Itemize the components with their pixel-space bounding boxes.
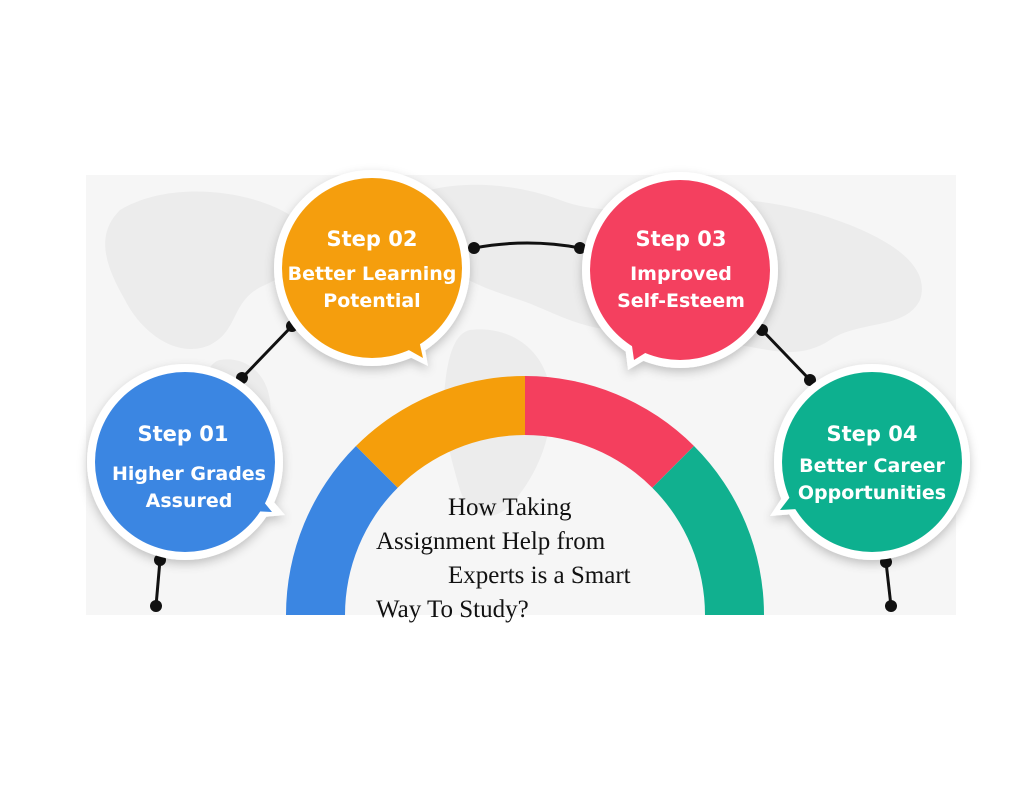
step-03-line-1: Improved — [630, 263, 732, 285]
gauge-segment-green — [652, 446, 764, 615]
gauge-segment-blue — [286, 446, 398, 615]
step-04-line-1: Better Career — [799, 455, 945, 477]
step-04-bubble — [770, 364, 970, 560]
heading-line-2: Assignment Help from — [376, 528, 606, 555]
heading-line-4: Way To Study? — [376, 596, 529, 623]
gauge-segment-orange — [356, 376, 525, 488]
step-01-title: Step 01 — [138, 422, 229, 446]
step-01-line-2: Assured — [146, 490, 233, 512]
step-01-line-1: Higher Grades — [112, 463, 266, 485]
connectors — [154, 241, 893, 607]
step-01-bubble — [87, 364, 285, 560]
step-04-line-2: Opportunities — [798, 482, 946, 504]
heading-line-3: Experts is a Smart — [448, 562, 631, 589]
step-04-title: Step 04 — [827, 422, 918, 446]
step-02-title: Step 02 — [327, 227, 418, 251]
gauge — [286, 375, 764, 615]
gauge-segment-red — [525, 375, 694, 488]
step-03-bubble — [582, 172, 778, 370]
step-02-bubble — [274, 170, 470, 366]
step-02-line-1: Better Learning — [288, 263, 457, 285]
step-03-line-2: Self-Esteem — [617, 290, 745, 312]
step-02-line-2: Potential — [323, 290, 420, 312]
heading-line-1: How Taking — [448, 494, 572, 521]
step-03-title: Step 03 — [636, 227, 727, 251]
